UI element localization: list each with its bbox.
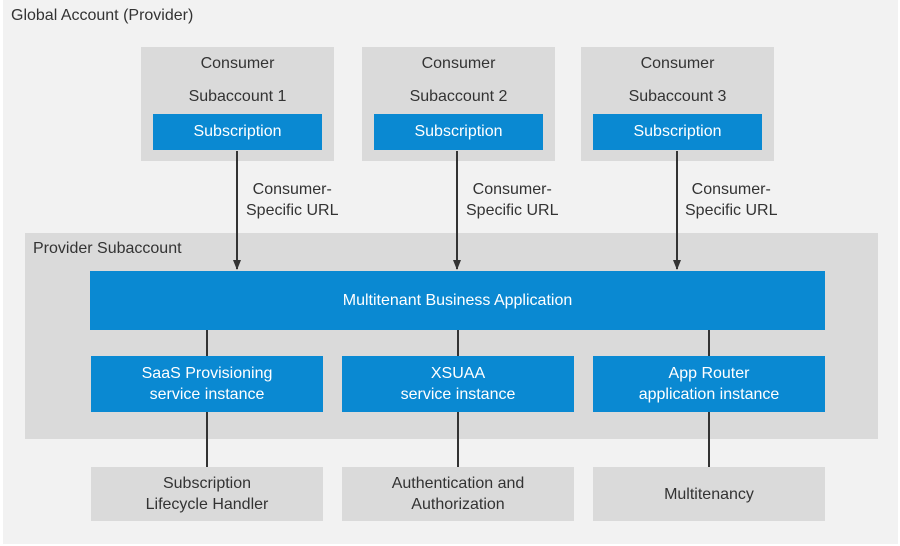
subscription-box: Subscription: [593, 114, 762, 150]
consumer-url-label-2: Consumer- Specific URL: [466, 179, 558, 221]
instance-label-line2: service instance: [400, 386, 516, 403]
url-label-line1: Consumer-: [472, 181, 552, 198]
multitenancy-box: Multitenancy: [593, 467, 825, 521]
url-label-line1: Consumer-: [691, 181, 771, 198]
instance-label-line2: service instance: [149, 386, 265, 403]
subaccount-label: Subaccount 2: [409, 88, 508, 105]
consumer-url-label-1: Consumer- Specific URL: [246, 179, 338, 221]
subscription-lifecycle-handler-box: Subscription Lifecycle Handler: [91, 467, 323, 521]
consumer-subaccount-1: Consumer Subaccount 1 Subscription: [141, 47, 334, 161]
outcome-label-line2: Authorization: [411, 496, 505, 513]
instance-label-line1: XSUAA: [430, 365, 486, 382]
url-label-line2: Specific URL: [685, 202, 778, 219]
outcome-label-line1: Subscription: [162, 475, 252, 492]
saas-provisioning-instance: SaaS Provisioning service instance: [91, 356, 323, 412]
multitenant-application-box: Multitenant Business Application: [90, 271, 825, 330]
global-account-title: Global Account (Provider): [11, 7, 194, 24]
subscription-box: Subscription: [374, 114, 543, 150]
app-router-instance: App Router application instance: [593, 356, 825, 412]
outcome-label-line1: Multitenancy: [664, 485, 754, 503]
consumer-label: Consumer: [421, 55, 496, 72]
subaccount-label: Subaccount 1: [188, 88, 287, 105]
consumer-label: Consumer: [200, 55, 275, 72]
url-label-line2: Specific URL: [246, 202, 339, 219]
consumer-url-label-3: Consumer- Specific URL: [685, 179, 777, 221]
provider-subaccount-title: Provider Subaccount: [33, 240, 182, 257]
subscription-box: Subscription: [153, 114, 322, 150]
outcome-label-line2: Lifecycle Handler: [145, 496, 269, 513]
authentication-authorization-box: Authentication and Authorization: [342, 467, 574, 521]
consumer-subaccount-3: Consumer Subaccount 3 Subscription: [581, 47, 774, 161]
instance-label-line1: SaaS Provisioning: [141, 365, 273, 382]
consumer-subaccount-2: Consumer Subaccount 2 Subscription: [362, 47, 555, 161]
url-label-line2: Specific URL: [466, 202, 559, 219]
instance-label-line1: App Router: [668, 365, 750, 382]
xsuaa-instance: XSUAA service instance: [342, 356, 574, 412]
url-label-line1: Consumer-: [252, 181, 332, 198]
instance-label-line2: application instance: [638, 386, 780, 403]
consumer-label: Consumer: [640, 55, 715, 72]
subaccount-label: Subaccount 3: [628, 88, 727, 105]
outcome-label-line1: Authentication and: [391, 475, 525, 492]
